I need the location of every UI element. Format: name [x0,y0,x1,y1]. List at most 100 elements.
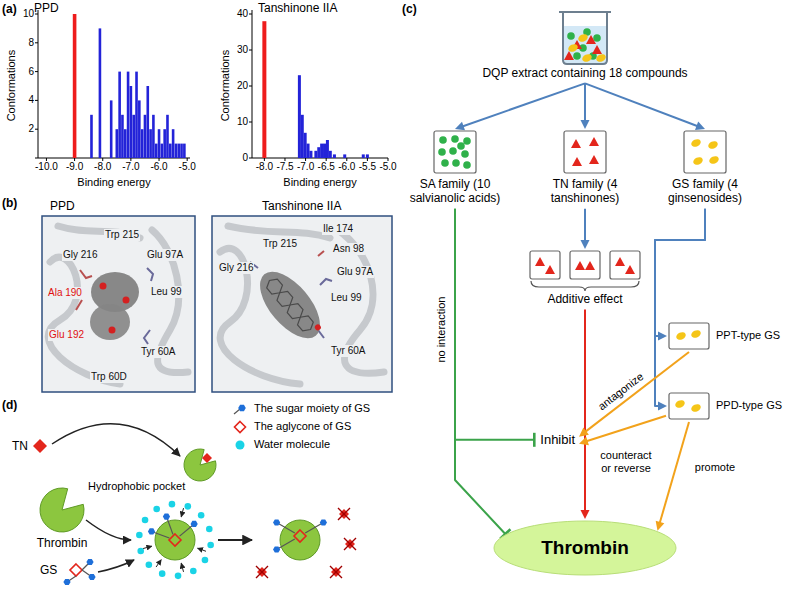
salvianolic-dot [441,159,449,167]
panel-letter: (c) [402,2,417,16]
thrombin-ellipse: Thrombin [493,520,677,576]
tick-label: 6 [28,66,34,78]
oxygen-atom [123,297,130,304]
protein-ribbons [48,226,384,384]
panel-letter: (d) [2,398,17,412]
connector-line [584,309,586,512]
ribbon [228,226,330,238]
tick-mark [367,158,368,161]
ginsenoside-dot [674,399,686,410]
tanshinone-dot [572,157,582,166]
aglycone [294,530,306,542]
tick-mark [388,158,389,161]
water-molecule [136,532,143,539]
flow-arrow [656,422,689,531]
arrow-head [656,521,665,531]
best-pose-bar [262,21,266,158]
inhibition-connector [455,209,510,539]
tick-mark [159,158,160,161]
tick-mark [326,158,327,161]
process-arrow [218,539,252,541]
axis-line [38,10,190,158]
histogram-bar [323,144,326,158]
box-outline [434,131,476,173]
inhibition-bar [533,433,536,447]
effect-node: Inhibit [538,432,577,448]
tanshinone-dot [625,265,635,274]
ginsenoside-dot [690,329,702,340]
blocked-tanshinone [345,539,355,549]
legend-swatch [232,420,248,434]
tanshinone-dot [589,137,599,146]
tick-mark [46,158,47,161]
node-label: PPT-type GS [716,329,780,342]
family-box-drawing [563,130,607,174]
tick-label: 0 [242,152,248,164]
ginsenoside-dot [708,155,720,166]
residue-label: Trp 215 [104,229,140,241]
family-box-drawing [433,130,477,174]
water-molecule [185,503,192,510]
tick-label: 40 [237,8,248,20]
aglycone [169,534,181,546]
arrow-head [658,332,667,341]
compound-family-box: SA family (10 salvianolic acids) [396,130,514,206]
inhibition-connector [455,209,534,447]
sugar-link [277,523,295,534]
ligand-surface [249,262,331,349]
ginsenoside-dot [581,53,593,64]
ginsenoside-dot [690,138,702,149]
histogram [35,10,190,161]
image-title: Tanshinone IIA [262,199,341,213]
histogram-bar [301,115,304,158]
salvianolic-dot [573,52,581,60]
histogram-bar [99,28,102,158]
salvianolic-dot [463,137,471,145]
best-pose-bar [73,14,77,158]
panel-letter: (a) [2,2,17,16]
histogram-bar [175,144,178,158]
connector-line [455,209,505,534]
compound-family-box: GS family (4 ginsenosides) [646,130,764,206]
flow-arrow [581,209,590,249]
histogram-bar [314,151,317,158]
sugar-moiety [163,513,170,519]
sugar-moiety [273,546,280,552]
ring [264,276,285,297]
connector-line [585,83,698,126]
tick-mark [35,100,38,101]
water-molecule [159,570,166,577]
legend-row: The aglycone of GS [232,420,351,434]
histogram [249,10,388,161]
edge-label: promote [693,461,737,474]
connector-line [659,422,689,524]
histogram-bar [90,115,93,158]
connector-line [655,209,705,336]
tanshinone-dot [535,257,545,266]
tick-label: -7.5 [276,161,293,173]
tick-mark [35,71,38,72]
legend-color [236,441,245,450]
ginsenoside-dot [707,140,719,151]
legend-row: Water molecule [232,438,330,452]
histogram-bar [121,115,124,158]
residue-label: Glu 97A [336,266,374,278]
sugar-moiety [63,579,70,585]
sugar-moiety [86,559,93,565]
salvianolic-dot [567,32,575,40]
tick-mark [35,42,38,43]
connector-line [586,416,666,442]
ring [295,313,316,334]
histogram-bar [326,140,329,158]
type-box-drawing [668,322,710,350]
oxygen-atom [100,283,107,290]
tick-label: -7.0 [122,161,139,173]
arrow-head [581,510,590,519]
histogram-bar [152,115,155,158]
histogram-bar [320,144,323,158]
ellipse-fill [494,521,676,575]
ginsenoside-type-box: PPD-type GS [668,392,782,420]
residue-label: Gly 216 [218,262,254,274]
